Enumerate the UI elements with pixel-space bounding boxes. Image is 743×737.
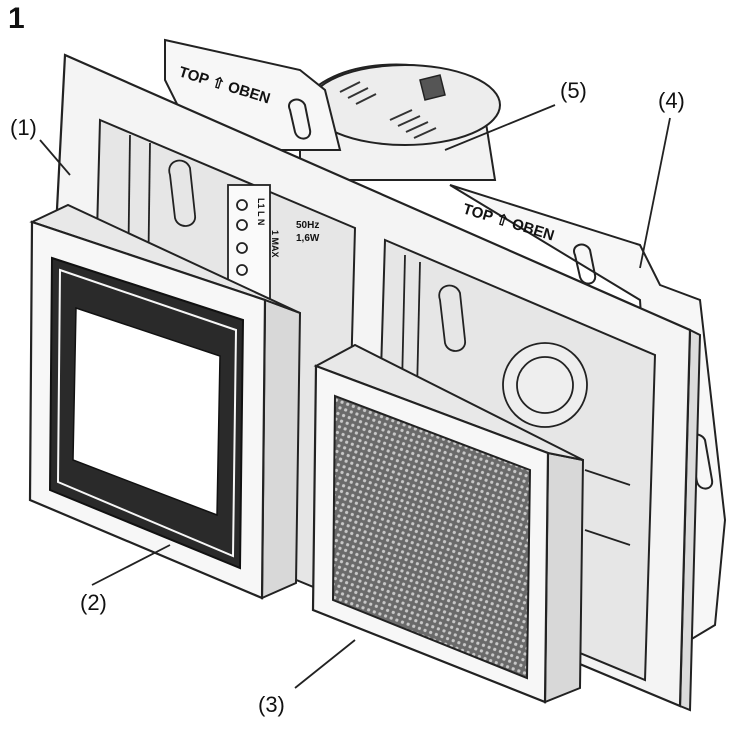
callout-leaders — [39, 104, 671, 689]
callout-speaker: (3) — [258, 692, 285, 717]
callout-frame: (1) — [10, 115, 37, 140]
flush-box-vents — [339, 81, 437, 139]
terminal-labels-left: L1 L N — [256, 198, 266, 225]
callout-display: (2) — [80, 590, 107, 615]
callout-mounting-plate: (4) — [658, 88, 685, 113]
display-insert — [28, 203, 302, 600]
figure-number: 1 — [8, 2, 25, 35]
terminal-labels-right: 1 MAX — [270, 230, 280, 258]
speaker-insert — [311, 343, 585, 704]
rating-power: 1,6W — [296, 233, 320, 244]
callout-flush-box: (5) — [560, 78, 587, 103]
speaker-grille — [331, 394, 532, 680]
flush-box — [299, 63, 501, 181]
rating-frequency: 50Hz — [296, 220, 319, 231]
